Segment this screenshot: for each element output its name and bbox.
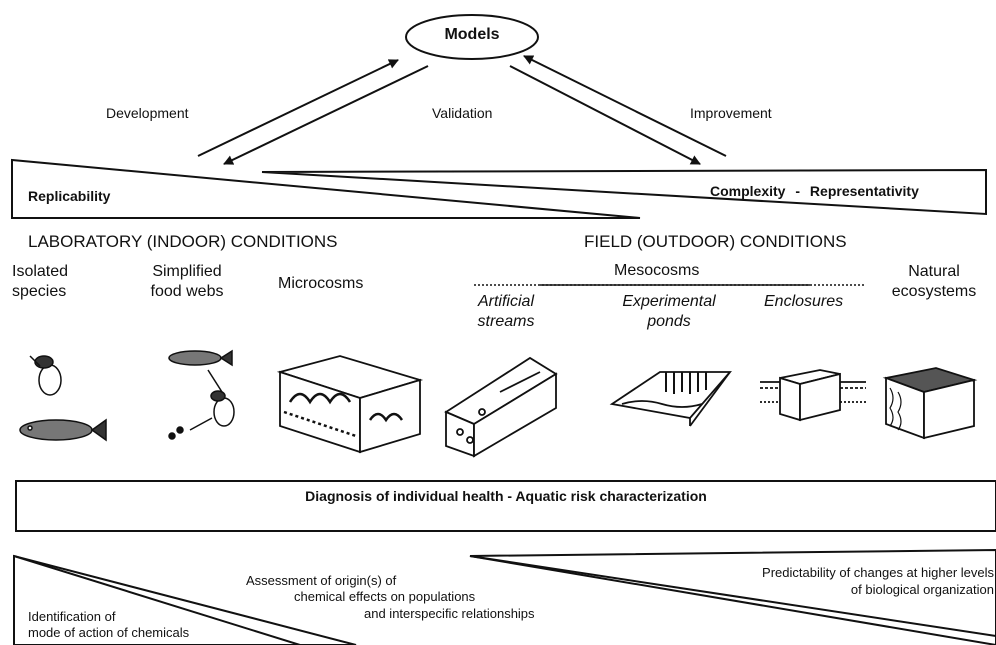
microcosm-tank-icon (276, 355, 424, 454)
identification-line-2: mode of action of chemicals (28, 625, 190, 641)
predictability-line-1: Predictability of changes at higher leve… (762, 565, 994, 580)
natural-line-2: ecosystems (891, 283, 977, 300)
simplified-line-1: Simplified (152, 263, 222, 280)
diagnosis-label: Diagnosis of individual health - Aquatic… (305, 488, 707, 504)
complexity-separator: - (795, 183, 801, 199)
experimental-pond-icon (609, 371, 732, 427)
validation-label: Validation (432, 105, 493, 121)
natural-ecosystem-icon (882, 367, 978, 440)
isolated-line-2: species (12, 283, 67, 300)
complexity-wedge (261, 168, 987, 216)
assessment-label: Assessment of origin(s) of chemical effe… (246, 573, 535, 622)
food-web-icon (168, 349, 235, 440)
predictability-label: Predictability of changes at higher leve… (640, 565, 994, 599)
predictability-line-2: of biological organization (850, 581, 994, 597)
natural-line-1: Natural (908, 263, 960, 280)
predictability-wedge (469, 548, 996, 645)
validation-arrow-left (223, 65, 429, 165)
models-ellipse (405, 14, 539, 60)
laboratory-conditions: LABORATORY (INDOOR) CONDITIONS (28, 232, 338, 251)
fish-icon (19, 418, 107, 442)
assessment-line-2: chemical effects on populations (294, 589, 476, 605)
artificial-line-1: Artificial (477, 293, 534, 310)
complexity-label: Complexity - Representativity (710, 183, 919, 199)
models-label: Models (444, 26, 500, 43)
simplified-food-webs-label: Simplified food webs (132, 262, 242, 302)
representativity-text: Representativity (809, 183, 919, 199)
development-label: Development (106, 105, 189, 121)
field-conditions: FIELD (OUTDOOR) CONDITIONS (584, 232, 847, 251)
enclosure-icon (760, 369, 866, 422)
artificial-streams-label: Artificial streams (466, 292, 546, 332)
improvement-label: Improvement (690, 105, 772, 121)
natural-ecosystems-label: Natural ecosystems (876, 262, 992, 302)
improvement-arrow (523, 55, 727, 157)
replicability-wedge (11, 158, 641, 219)
experimental-ponds-label: Experimental ponds (604, 292, 734, 332)
assessment-line-3: and interspecific relationships (364, 605, 535, 621)
ponds-line-1: Experimental (622, 293, 716, 310)
microcosms-label: Microcosms (278, 275, 364, 292)
diagnosis-box (15, 480, 996, 532)
simplified-line-2: food webs (150, 283, 224, 300)
replicability-label: Replicability (28, 188, 111, 204)
isolated-species-label: Isolated species (12, 262, 68, 302)
mesocosms-label: Mesocosms (614, 262, 700, 279)
identification-line-1: Identification of (28, 609, 116, 624)
assessment-line-1: Assessment of origin(s) of (246, 573, 397, 588)
enclosures-label: Enclosures (764, 293, 844, 310)
artificial-stream-icon (444, 356, 558, 458)
artificial-line-2: streams (477, 313, 535, 330)
complexity-text: Complexity (710, 183, 786, 199)
identification-wedge (13, 554, 357, 645)
validation-arrow-right (509, 65, 701, 165)
daphnia-icon (29, 355, 62, 396)
identification-label: Identification of mode of action of chem… (28, 609, 189, 642)
development-arrow (197, 59, 399, 157)
isolated-line-1: Isolated (12, 263, 69, 280)
ponds-line-2: ponds (647, 313, 691, 330)
